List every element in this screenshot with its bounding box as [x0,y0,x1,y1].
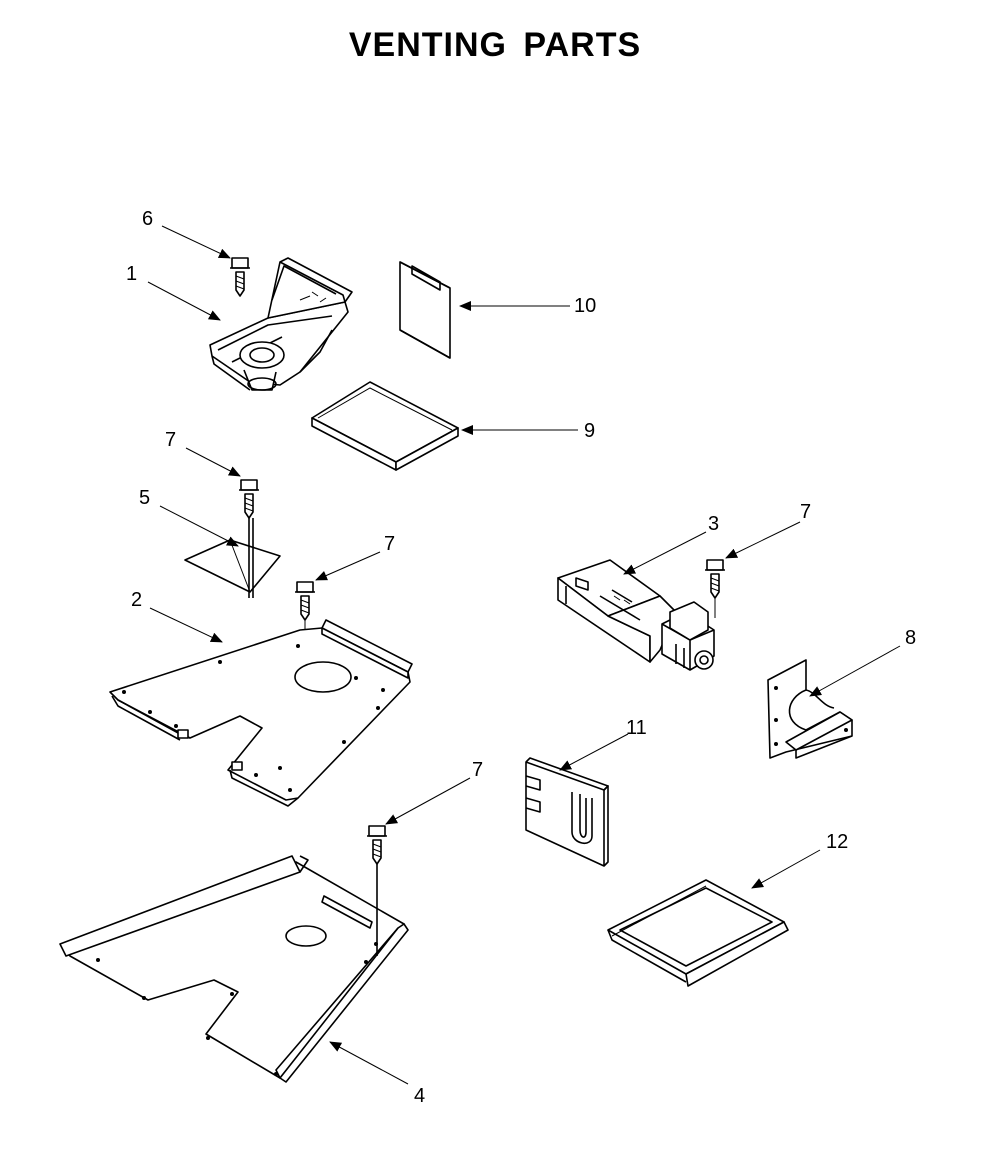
part-screw-7c [705,559,725,618]
part-gasket-11 [525,757,609,867]
part-bracket-8 [767,659,853,759]
part-screw-7d [367,825,387,956]
part-screw-7a [239,479,259,598]
callout-9: 9 [584,420,595,442]
part-screw-7b [295,581,315,630]
callout-10: 10 [574,295,596,317]
callout-1: 1 [126,263,137,285]
part-screw-6 [230,257,250,297]
callout-5: 5 [139,487,150,509]
callout-7c: 7 [800,501,811,523]
page-title: VENTING PARTS [348,26,642,64]
part-frame-12 [607,879,789,987]
callout-12: 12 [826,831,848,853]
callout-3: 3 [708,513,719,535]
callout-8: 8 [905,627,916,649]
callout-7d: 7 [472,759,483,781]
callout-7b: 7 [384,533,395,555]
callout-11: 11 [626,717,647,739]
callout-4: 4 [414,1085,425,1107]
callout-2: 2 [131,589,142,611]
callout-arrows [147,225,901,1085]
part-plate-10 [399,261,451,359]
callout-7a: 7 [165,429,176,451]
part-vent-housing [209,257,353,391]
part-vent-plate-4 [59,855,409,1083]
part-plate-5 [184,539,281,593]
callout-6: 6 [142,208,153,230]
part-filter-9 [311,381,459,471]
part-damper-motor-3 [557,559,715,671]
part-vent-plate-2 [109,619,413,807]
